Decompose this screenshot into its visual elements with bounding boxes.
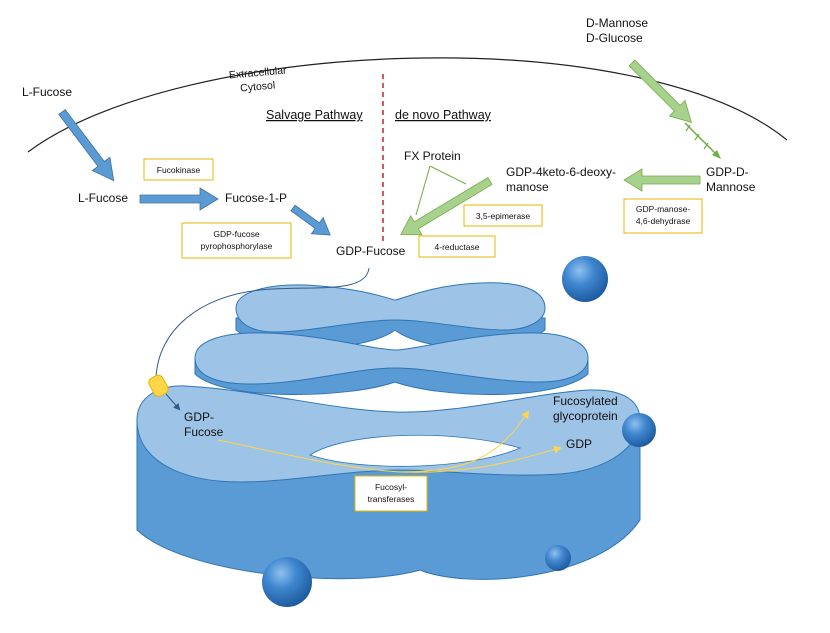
denovo-arrow-fx: [400, 177, 493, 236]
golgi-cisterna-middle: [194, 332, 589, 396]
fucosylated-label-line2: glycoprotein: [553, 409, 618, 423]
reductase-enzyme-box: [418, 235, 496, 258]
salvage-pathway-header: Salvage Pathway: [266, 108, 363, 122]
gdp-fucose-cytosol-label: GDP-Fucose: [336, 244, 406, 258]
salvage-arrow-kinase: [139, 187, 219, 211]
gdp-d-mannose-label-line2: Mannose: [706, 180, 756, 194]
gdp-fucose-golgi-label-line2: Fucose: [184, 425, 224, 439]
transfer-arrow-gdp: [399, 445, 562, 473]
gdp-keto-label-line2: manose: [506, 180, 549, 194]
gdp-d-mannose-label-line1: GDP-D-: [706, 165, 749, 179]
epimerase-label: 3,5-epimerase: [476, 211, 531, 221]
fucosyltransferases-label-line2: transferases: [368, 494, 415, 504]
fx-protein-label: FX Protein: [404, 149, 461, 163]
cytosol-label: Cytosol: [240, 80, 276, 95]
golgi-transporter: [148, 374, 169, 397]
denovo-transport-line: [684, 122, 721, 159]
pyrophosphorylase-enzyme-box: [181, 222, 292, 259]
pyrophosphorylase-label-line2: pyrophosphorylase: [201, 241, 273, 251]
dehydrase-label-line2: 4,6-dehydrase: [636, 216, 691, 226]
gdp-golgi-label: GDP: [566, 437, 592, 451]
l-fucose-inside-label: L-Fucose: [78, 191, 128, 205]
fx-protein-connector-1: [429, 165, 467, 185]
transfer-arrow-glycoprotein: [399, 410, 530, 473]
fucosyltransferases-enzyme-box: [354, 475, 428, 512]
gdp-fucose-golgi-label-line1: GDP-: [184, 410, 214, 424]
vesicle-right: [622, 413, 656, 447]
gdp-fucose-transport-path: [155, 267, 370, 379]
denovo-arrow-dehydrase: [623, 168, 701, 192]
denovo-pathway-header: de novo Pathway: [395, 108, 492, 122]
fx-protein-connector-2: [415, 165, 431, 216]
denovo-arrow-import: [628, 59, 692, 123]
fucokinase-label: Fucokinase: [157, 165, 201, 175]
fucosyltransferases-label-line1: Fucosyl-: [375, 482, 407, 492]
vesicle-bottom-left: [262, 557, 312, 607]
salvage-arrow-import: [58, 109, 115, 182]
transfer-line-base: [217, 439, 401, 473]
dehydrase-enzyme-box: [623, 198, 703, 234]
d-glucose-label: D-Glucose: [586, 31, 643, 45]
fucosylated-label-line1: Fucosylated: [553, 394, 618, 408]
fucose-1-p-label: Fucose-1-P: [225, 191, 287, 205]
d-mannose-label: D-Mannose: [586, 16, 648, 30]
transporter-arrow: [165, 393, 181, 411]
l-fucose-outside-label: L-Fucose: [22, 85, 72, 99]
extracellular-label: Extracellular: [228, 64, 287, 81]
reductase-label: 4-reductase: [435, 242, 480, 252]
vesicle-bottom-right: [545, 545, 571, 571]
epimerase-enzyme-box: [463, 204, 543, 227]
salvage-arrow-pyrophosphorylase: [290, 204, 331, 236]
fucokinase-enzyme-box: [143, 158, 214, 181]
cell-membrane: [27, 57, 788, 153]
gdp-keto-label-line1: GDP-4keto-6-deoxy-: [506, 165, 616, 179]
dehydrase-label-line1: GDP-manose-: [636, 204, 690, 214]
vesicle-top-right: [562, 256, 608, 302]
pyrophosphorylase-label-line1: GDP-fucose: [213, 229, 260, 239]
